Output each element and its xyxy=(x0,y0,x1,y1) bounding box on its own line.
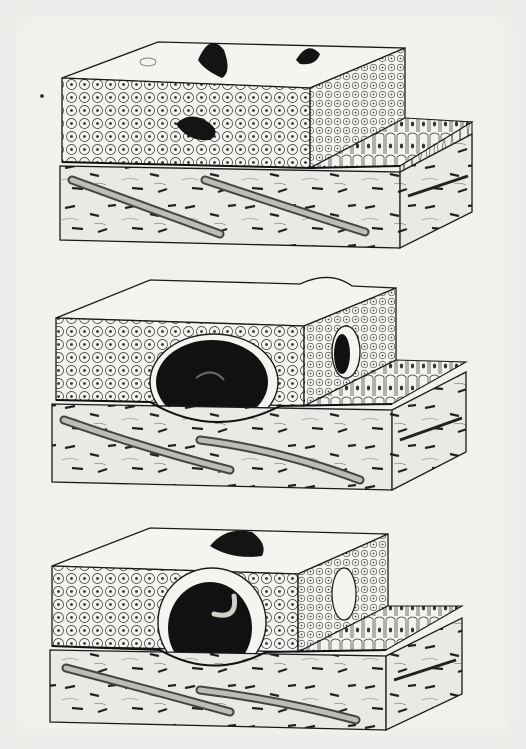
connective-tissue-front xyxy=(60,166,400,248)
panel-bottom-block xyxy=(50,528,462,730)
panel-top-block xyxy=(60,42,472,248)
panel-middle-block xyxy=(52,277,466,490)
